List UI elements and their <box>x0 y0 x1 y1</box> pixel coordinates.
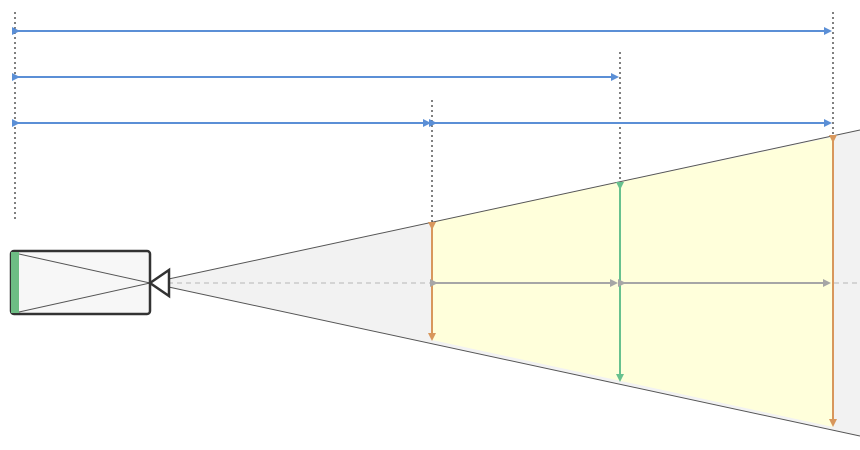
camera-lens <box>147 267 171 299</box>
image-sensor <box>11 252 19 313</box>
cone-top-edge <box>149 129 860 284</box>
cone-bottom-edge <box>149 282 860 437</box>
camera-body <box>9 249 152 316</box>
camera-inner-ray-bottom <box>18 282 151 313</box>
camera-inner-ray-top <box>18 253 151 284</box>
camera-icon <box>9 249 171 316</box>
